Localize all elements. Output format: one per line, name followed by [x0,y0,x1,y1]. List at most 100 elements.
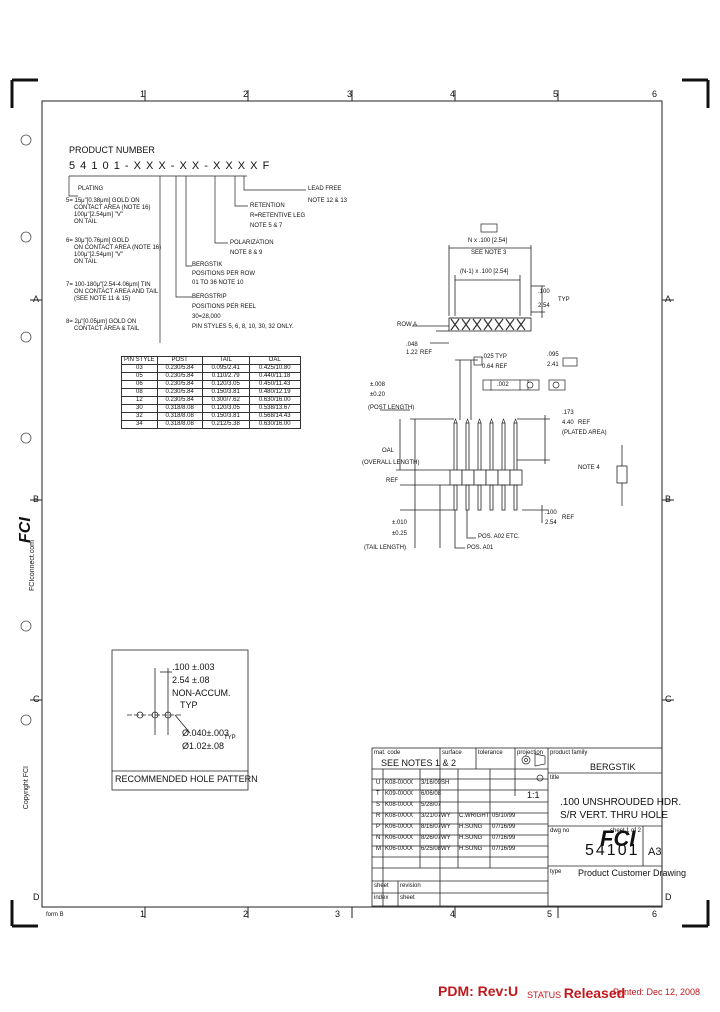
dim-pitch-mm: 2.54 [538,303,550,309]
cell: 0.630/16.00 [248,396,301,405]
cell: 0.230/5.84 [156,396,203,405]
rev-ecn: K08-0XXX [385,780,414,786]
cell: 0.212/5.38 [201,420,250,429]
cell: 0.230/5.84 [156,388,203,397]
rev-date: 5/28/07 [421,802,442,808]
rev-name: H.SUNG [459,824,483,830]
fci-logo-title: FCI [600,826,636,851]
title-line-2: S/R VERT. THRU HOLE [560,810,668,821]
positions-reel-line-4: PIN STYLES 5, 6, 8, 10, 30, 32 ONLY. [192,324,294,330]
grid-row-d-right: D [665,892,672,902]
positions-row-line-1: BERGSTIK [192,262,223,268]
header-pin-style: PIN STYLE [121,356,158,365]
plating-6-line-2: ON CONTACT AREA (NOTE 16) [74,245,162,251]
row-a-label: ROW A [397,322,418,328]
dim-n1-pitch: (N-1) x .100 [2.54] [460,269,509,275]
dwg-no-value: 54101 [585,842,640,859]
grid-row-b-right: B [665,494,672,504]
grid-row-d-left: D [33,892,40,902]
hole-pitch-nonaccum: NON-ACCUM. [172,688,231,698]
dim-173-ref: REF [578,420,590,426]
pdm-revision: PDM: Rev:U [438,983,519,999]
dim-095-mm: 2.41 [547,362,559,368]
rev-ecn: K08-0XXX [385,802,414,808]
plating-6-line-1: 6= 30μ"[0.76μm] GOLD [66,238,129,244]
polarization-line-2: NOTE 8 & 9 [230,250,263,256]
grid-row-a-left: A [33,294,40,304]
dim-173-mm: 4.40 [562,420,574,426]
note-4-label: NOTE 4 [578,465,600,471]
rev-letter: R [376,813,381,819]
fcf-tolerance: .002 [497,382,509,388]
product-number-pattern: 5 4 1 0 1 - X X X - X X - X X X X F [69,160,271,172]
type-value: Product Customer Drawing [578,868,687,878]
oal-label: OAL [382,448,395,454]
retention-line-1: RETENTION [250,203,285,209]
retention-line-3: NOTE 5 & 7 [250,223,283,229]
dim-048-in: .048 [406,342,418,348]
cell: 0.318/8.08 [156,412,203,421]
rev-date: 3/16/09 [421,780,442,786]
tolerance-label: tolerance [478,750,503,756]
oal-sub-label: (OVERALL LENGTH) [362,460,420,466]
grid-col-6-bottom: 6 [652,909,658,919]
plated-area-label: (PLATED AREA) [562,430,607,436]
plating-5-line-2: CONTACT AREA (NOTE 16) [74,205,151,211]
dim-100b-mm: 2.54 [545,520,557,526]
cell: 05 [121,372,158,381]
plating-label: PLATING [78,186,104,192]
grid-row-a-right: A [665,294,672,304]
scale-value: 1:1 [527,790,540,800]
cell: 0.230/5.84 [156,364,203,373]
cell: 34 [121,420,158,429]
dim-see-note-3: SEE NOTE 3 [471,250,507,256]
dim-100b-ref: REF [562,515,574,521]
dim-tol-010-in: ±.010 [392,520,407,526]
plating-7-line-2: ON CONTACT AREA AND TAIL [74,289,159,295]
retention-line-2: R=RETENTIVE LEG [250,213,306,219]
plating-5-line-1: 5= 15μ"[0.38μm] GOLD ON [66,198,140,204]
grid-col-3-top: 3 [347,89,353,99]
cell: 30 [121,404,158,413]
fci-site: FCIconnect.com [29,540,36,591]
rev-by: WY [441,846,451,852]
rev-ecn: K08-0XXX [385,813,414,819]
rev-letter: U [376,780,381,786]
dim-025-in: .025 TYP [482,354,507,360]
dim-pitch-typ: TYP [558,297,570,303]
rev-ecn: K06-0XXX [385,824,414,830]
rev-date: 8/16/07 [421,824,442,830]
copyright-text: Copyright FCI [23,766,30,810]
revision-row-label: revision [400,883,421,889]
cell: 0.440/11.18 [248,372,301,381]
cell: 0.120/3.05 [201,380,250,389]
grid-row-c-right: C [665,694,672,704]
rev-approved: 07/16/99 [492,824,516,830]
grid-col-1-top: 1 [140,89,146,99]
grid-col-5-bottom: 5 [547,909,553,919]
cell: 06 [121,380,158,389]
header-post: POST [156,356,203,365]
plating-8-line-1: 8= 2μ"[0.05μm] GOLD ON [66,319,137,325]
grid-row-b-left: B [33,494,40,504]
rev-letter: P [376,824,381,830]
dim-048-ref: REF [420,350,432,356]
rev-date: 8/26/07 [421,835,442,841]
rev-letter: T [376,791,380,797]
plating-8-line-2: CONTACT AREA & TAIL [74,326,140,332]
cell: 0.480/12.19 [248,388,301,397]
ref-label-front: REF [386,478,398,484]
rev-date: 6/06/08 [421,791,442,797]
rev-name: H.SUNG [459,835,483,841]
cell: 0.095/2.41 [201,364,250,373]
tail-length-label: (TAIL LENGTH) [364,545,407,551]
sheet-label: sheet [610,828,625,834]
see-notes: SEE NOTES 1 & 2 [381,758,457,768]
cell: 03 [121,364,158,373]
